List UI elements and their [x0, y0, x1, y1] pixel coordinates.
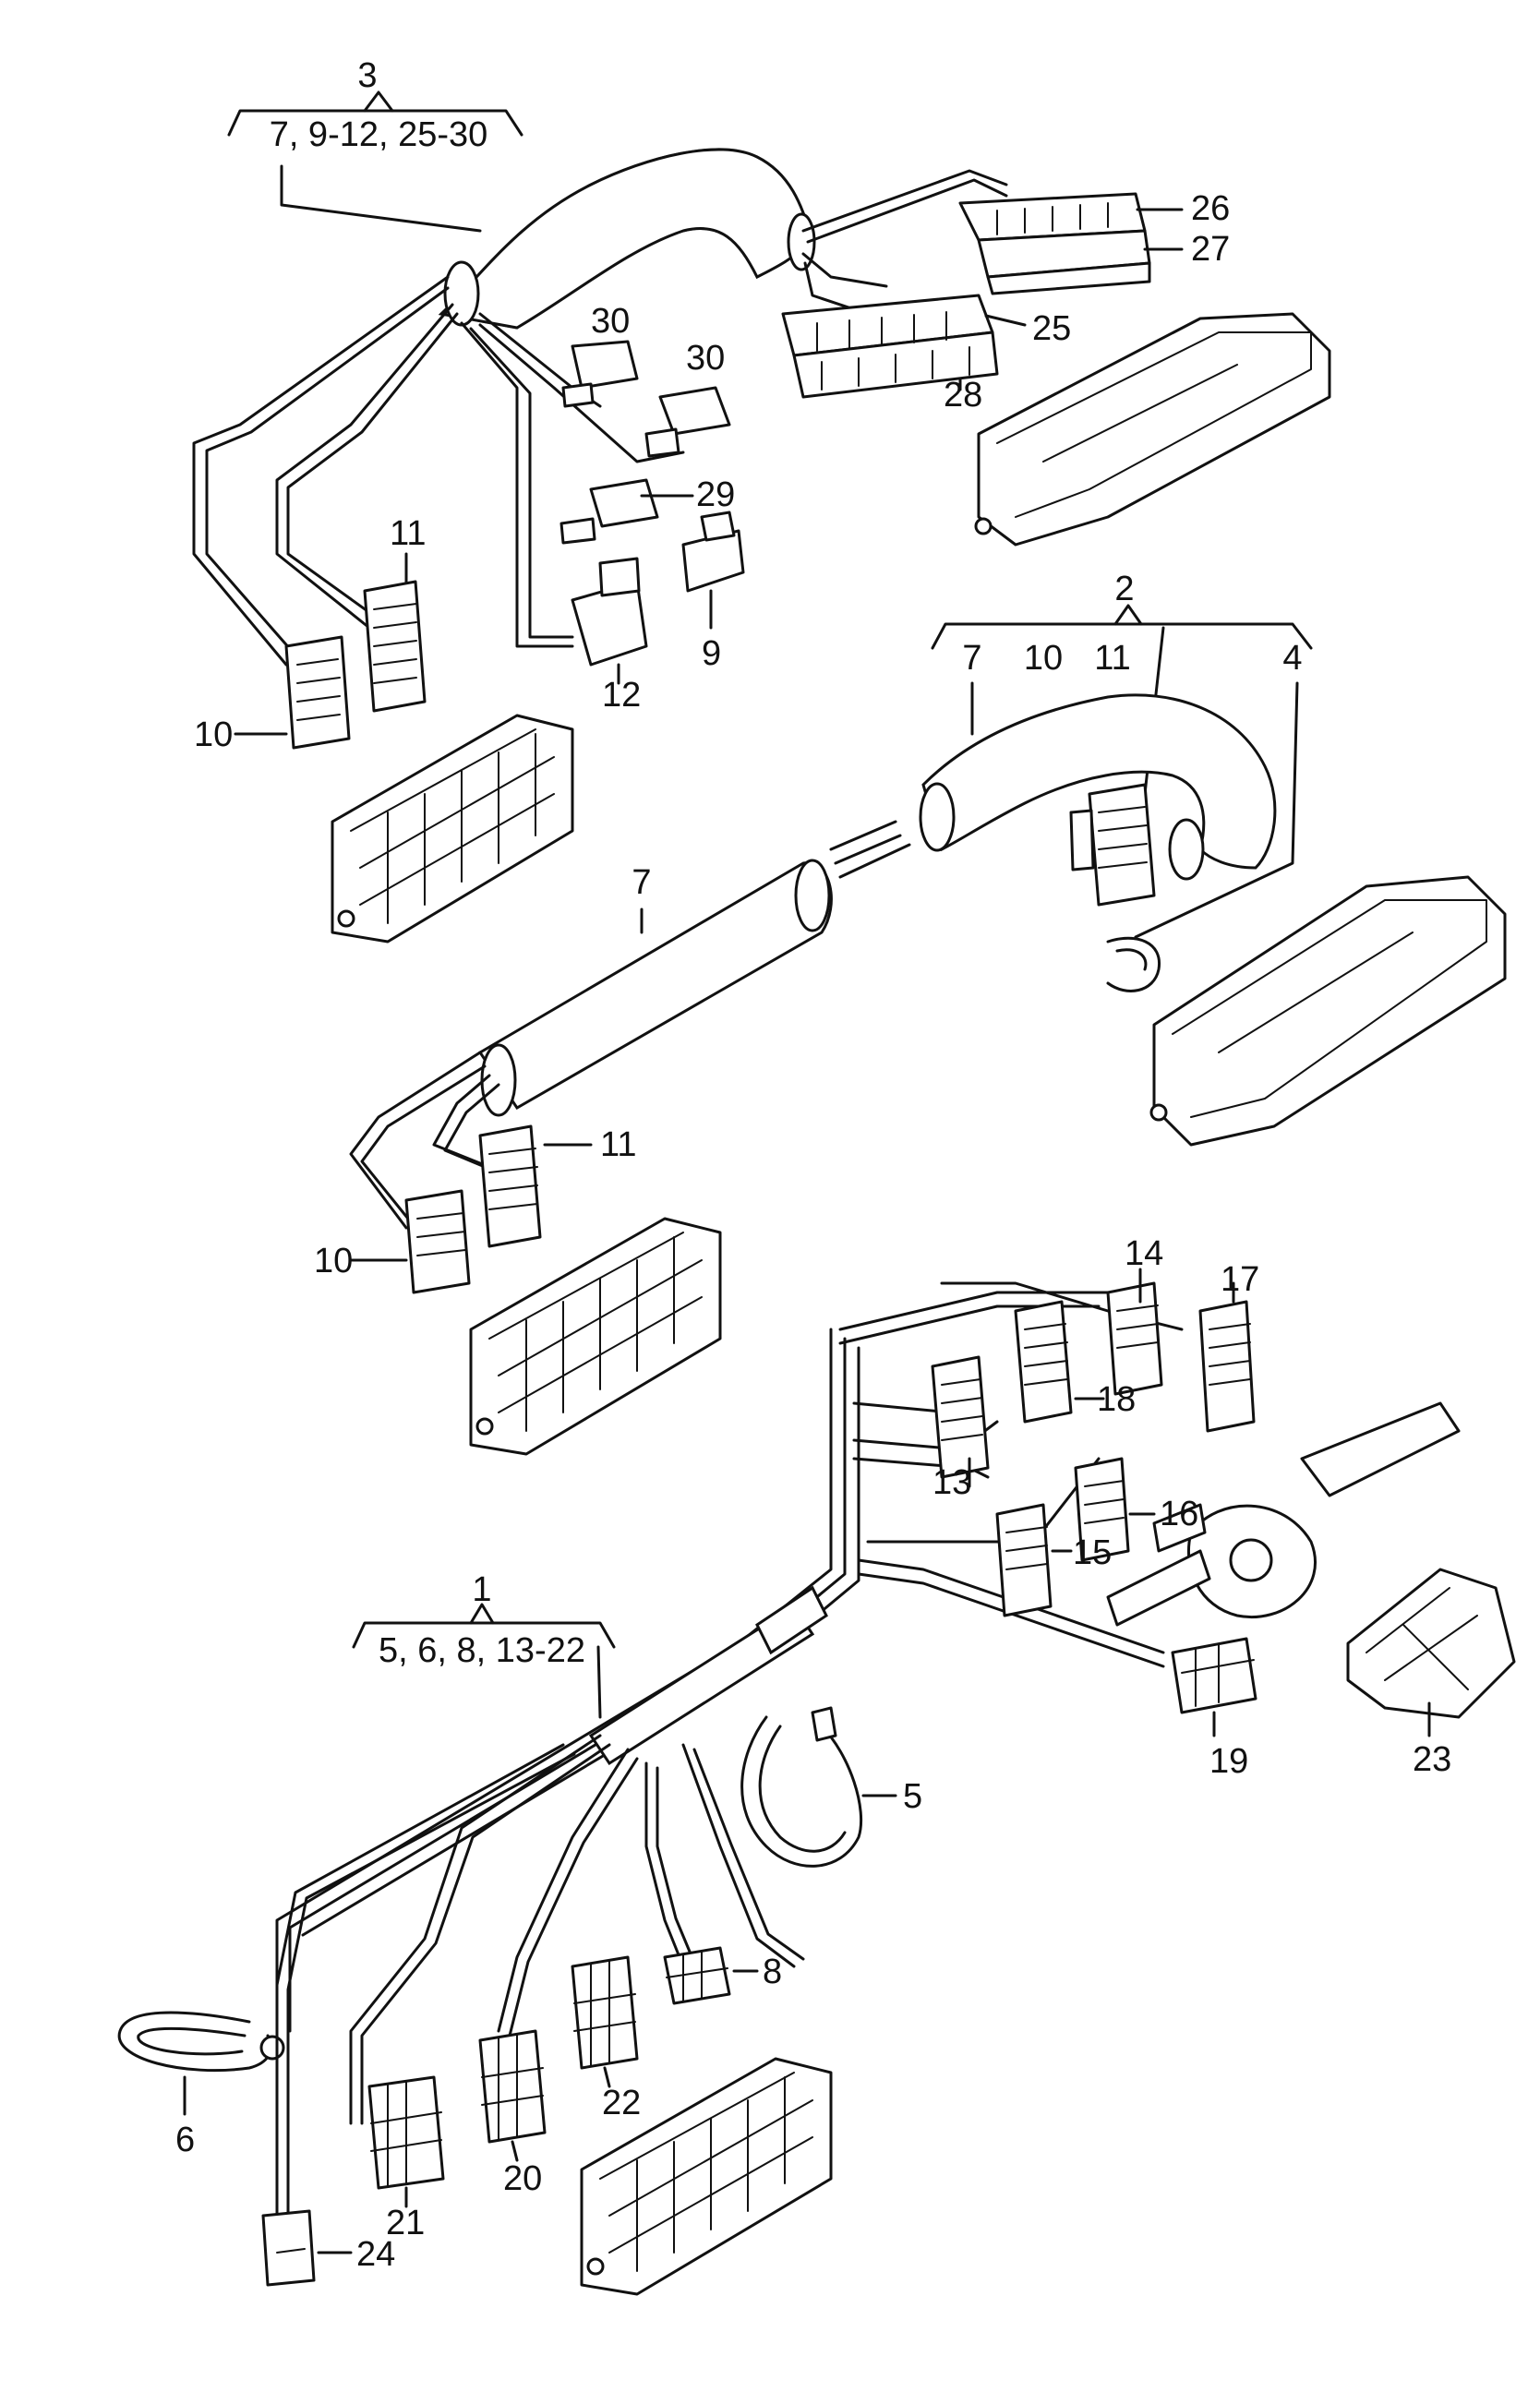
callout-23: 23 — [1413, 1740, 1451, 1779]
callout-27: 27 — [1191, 230, 1230, 269]
callout-11a: 11 — [390, 514, 426, 553]
callout-11b: 11 — [600, 1125, 636, 1164]
callout-1: 1 — [472, 1570, 491, 1609]
callout-24: 24 — [356, 2235, 395, 2274]
callout-1-range: 5, 6, 8, 13-22 — [379, 1631, 585, 1670]
callout-8: 8 — [763, 1953, 782, 1991]
callout-30a: 30 — [591, 302, 630, 341]
callout-3: 3 — [357, 56, 377, 95]
callout-9: 9 — [702, 634, 721, 673]
callout-26: 26 — [1191, 189, 1230, 228]
callout-2: 2 — [1114, 570, 1134, 608]
callout-6: 6 — [175, 2121, 195, 2159]
callout-18: 18 — [1097, 1380, 1136, 1419]
callout-21: 21 — [386, 2204, 425, 2242]
callout-22: 22 — [602, 2084, 641, 2122]
callout-19: 19 — [1209, 1742, 1248, 1781]
callout-14: 14 — [1125, 1234, 1163, 1273]
callout-13: 13 — [932, 1463, 971, 1502]
callout-20: 20 — [503, 2159, 542, 2198]
callout-10b: 10 — [314, 1242, 353, 1280]
callout-25: 25 — [1032, 309, 1071, 348]
callout-7a: 7 — [632, 863, 651, 902]
callout-2-c: 11 — [1094, 639, 1130, 678]
harness-assembly-3 — [192, 90, 1331, 944]
callout-12: 12 — [602, 676, 641, 715]
callout-labels: 3 7, 9-12, 25-30 26 27 25 28 30 30 29 11… — [175, 56, 1451, 2274]
callout-30b: 30 — [686, 339, 725, 378]
callout-16: 16 — [1160, 1495, 1198, 1533]
callout-4: 4 — [1282, 639, 1302, 678]
callout-28: 28 — [944, 376, 982, 415]
harness-assembly-2 — [349, 604, 1507, 1456]
callout-2-a: 7 — [962, 639, 981, 678]
callout-29: 29 — [696, 475, 735, 514]
callout-3-range: 7, 9-12, 25-30 — [270, 115, 488, 154]
callout-15: 15 — [1073, 1533, 1112, 1572]
harness-assembly-1 — [117, 1268, 1516, 2296]
callout-5: 5 — [903, 1777, 922, 1816]
callout-17: 17 — [1221, 1260, 1259, 1299]
callout-2-b: 10 — [1024, 639, 1063, 678]
callout-10a: 10 — [194, 715, 233, 754]
